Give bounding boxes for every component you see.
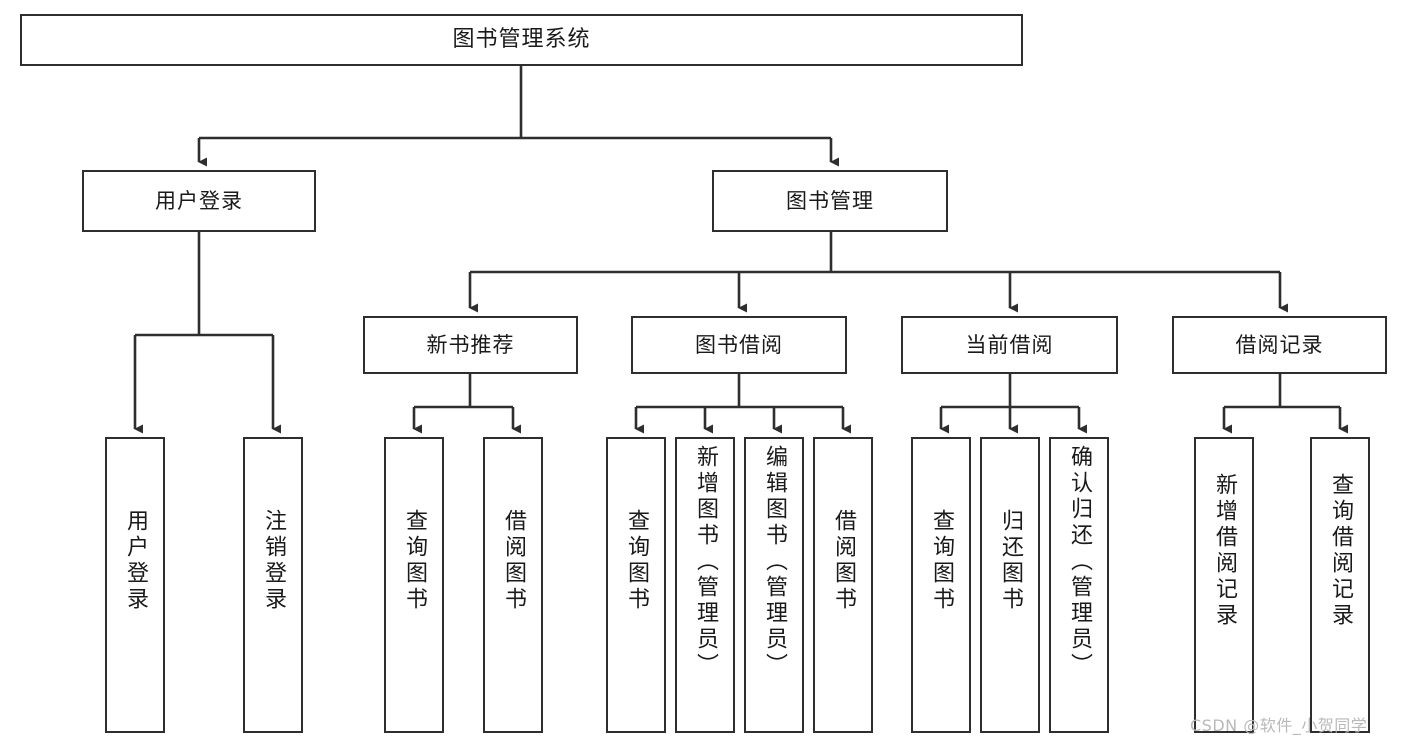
node-book-management[interactable]: 图书管理 — [712, 170, 948, 232]
node-label: 查询借阅记录 — [1328, 473, 1353, 629]
node-label: 用户登录 — [123, 509, 148, 613]
node-book-borrowing[interactable]: 图书借阅 — [631, 316, 847, 374]
node-leaf-edit-book-admin[interactable]: 编辑图书（管理员） — [744, 437, 804, 733]
node-label: 用户登录 — [155, 188, 243, 213]
node-label: 查询图书 — [624, 509, 649, 613]
node-new-book-recommendation[interactable]: 新书推荐 — [363, 316, 578, 374]
node-label: 归还图书 — [998, 509, 1023, 613]
node-leaf-confirm-return-admin[interactable]: 确认归还（管理员） — [1049, 437, 1109, 733]
node-current-borrowing[interactable]: 当前借阅 — [901, 316, 1118, 374]
edges-root — [197, 66, 839, 167]
node-leaf-user-logout[interactable]: 注销登录 — [243, 437, 303, 733]
edges-borrow-record — [1222, 374, 1348, 434]
node-leaf-add-book-admin[interactable]: 新增图书（管理员） — [675, 437, 735, 733]
node-label: 查询图书 — [402, 509, 427, 613]
node-label: 图书管理 — [786, 188, 874, 213]
node-label: 确认归还（管理员） — [1067, 445, 1092, 679]
node-label: 借阅图书 — [831, 509, 856, 613]
node-leaf-query-borrow-record[interactable]: 查询借阅记录 — [1310, 437, 1370, 733]
node-user-login[interactable]: 用户登录 — [82, 170, 316, 232]
node-leaf-add-borrow-record[interactable]: 新增借阅记录 — [1194, 437, 1254, 733]
node-label: 当前借阅 — [965, 332, 1054, 357]
node-label: 查询图书 — [929, 509, 954, 613]
node-leaf-user-login[interactable]: 用户登录 — [105, 437, 165, 733]
node-label: 图书借阅 — [695, 332, 783, 357]
node-label: 编辑图书（管理员） — [762, 445, 787, 679]
node-leaf-borrow-book-rec[interactable]: 借阅图书 — [483, 437, 543, 733]
node-label: 新书推荐 — [426, 332, 515, 357]
edges-new-book-rec — [412, 374, 521, 434]
edges-book-manage — [468, 232, 1288, 313]
node-leaf-borrow-book-borrow[interactable]: 借阅图书 — [813, 437, 873, 733]
node-leaf-query-book-rec[interactable]: 查询图书 — [384, 437, 444, 733]
node-label: 借阅图书 — [501, 509, 526, 613]
edges-current-borrow — [939, 374, 1087, 434]
edges-book-borrow — [634, 374, 851, 434]
node-leaf-return-book[interactable]: 归还图书 — [980, 437, 1040, 733]
node-label: 图书管理系统 — [452, 27, 591, 53]
node-book-management-system[interactable]: 图书管理系统 — [20, 14, 1023, 66]
edges-user-login — [133, 232, 281, 434]
node-leaf-query-book-current[interactable]: 查询图书 — [911, 437, 971, 733]
node-label: 借阅记录 — [1235, 332, 1324, 357]
csdn-watermark: CSDN @软件_小贺同学 — [1190, 716, 1368, 735]
node-leaf-query-book-borrow[interactable]: 查询图书 — [606, 437, 666, 733]
node-label: 新增借阅记录 — [1212, 473, 1237, 629]
node-label: 新增图书（管理员） — [693, 445, 718, 679]
node-label: 注销登录 — [261, 509, 286, 613]
node-borrowing-records[interactable]: 借阅记录 — [1172, 316, 1387, 374]
